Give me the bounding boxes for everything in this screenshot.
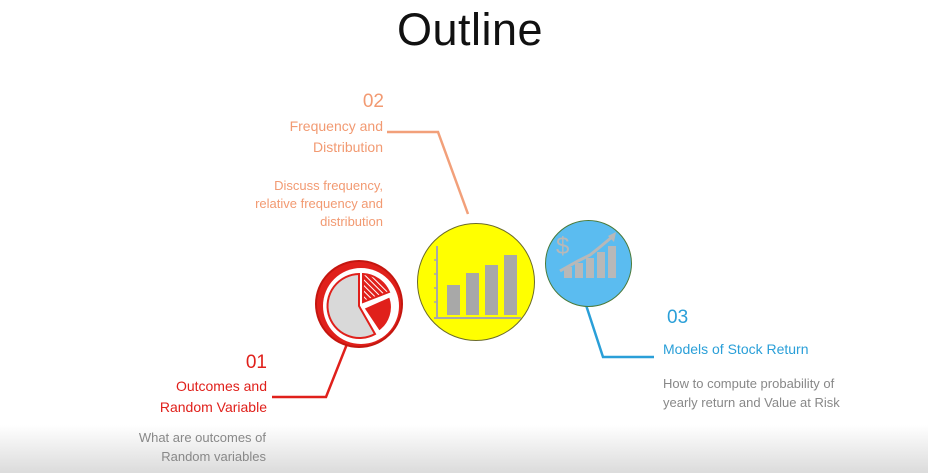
item-02-desc-line3: distribution [320,214,383,229]
connector-line-02 [387,130,470,215]
dollar-growth-icon: $ [545,220,632,307]
item-02-heading-line2: Distribution [312,139,383,155]
item-02-desc-line2: relative frequency and [255,196,383,211]
svg-text:$: $ [556,233,569,260]
item-03-number: 03 [667,307,689,328]
item-02-heading-line1: Frequency and [289,118,383,134]
item-01-desc-line2: Random variables [161,449,266,464]
connector-line-01 [272,343,349,399]
bottom-shadow [0,425,928,473]
connector-line-03 [584,304,654,359]
item-02-number: 02 [362,91,384,112]
bar-chart-icon [417,223,535,341]
pie-chart-icon [315,260,403,348]
item-01-heading-line2: Random Variable [159,399,267,415]
item-01-desc-line1: What are outcomes of [138,430,266,445]
item-01-heading-line1: Outcomes and [175,378,267,394]
item-03-desc-line2: yearly return and Value at Risk [663,395,840,410]
item-03-heading: Models of Stock Return [663,341,809,357]
item-02-desc-line1: Discuss frequency, [274,178,383,193]
item-03-desc-line1: How to compute probability of [663,376,835,391]
item-01-number: 01 [245,352,267,373]
slide-title: Outline [396,4,544,55]
